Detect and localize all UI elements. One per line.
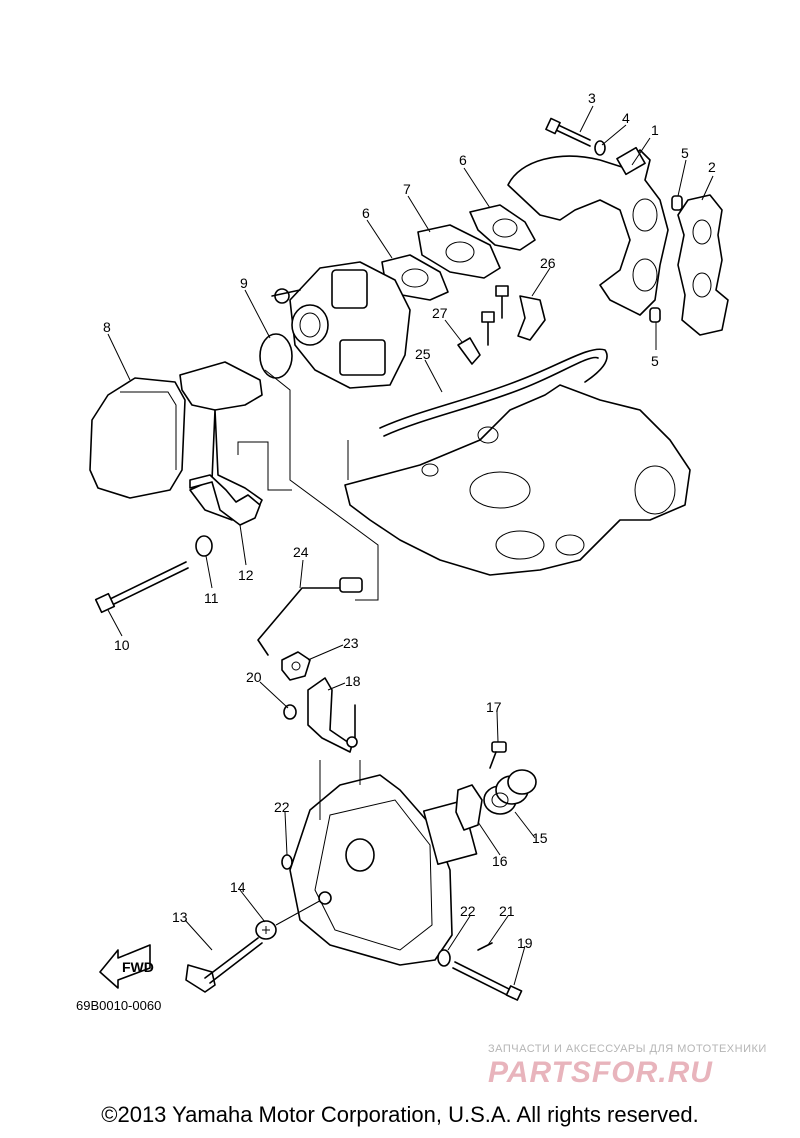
callout-7: 7 [403,181,411,197]
callout-22: 22 [460,903,476,919]
part-19-shaft [452,961,523,1001]
callout-numbers: 1 2 3 4 5 5 6 6 7 8 9 10 11 12 13 14 15 … [103,90,716,951]
callout-22: 22 [274,799,290,815]
callout-14: 14 [230,879,246,895]
callout-1: 1 [651,122,659,138]
callout-24: 24 [293,544,309,560]
callout-26: 26 [540,255,556,271]
callout-5: 5 [651,353,659,369]
engine-block [344,384,691,576]
part-17-screw [489,741,507,769]
callout-9: 9 [240,275,248,291]
part-22-washer [281,854,293,870]
callout-16: 16 [492,853,508,869]
part-3-bolt [545,117,591,147]
carburetor [271,261,411,389]
callout-19: 19 [517,935,533,951]
callout-6: 6 [362,205,370,221]
part-16-gasket [455,784,483,831]
guide-lines [237,369,379,601]
part-21-pin [477,942,493,951]
watermark-logo: PARTSFOR.RU [488,1056,713,1089]
callout-25: 25 [415,346,431,362]
callout-3: 3 [588,90,596,106]
part-1-intake-manifold [507,146,669,316]
callout-2: 2 [708,159,716,175]
callout-6: 6 [459,152,467,168]
part-5-dowel-pin [649,307,661,323]
part-11-grommet [195,535,213,557]
watermark-tagline: ЗАПЧАСТИ И АКСЕССУАРЫ ДЛЯ МОТОТЕХНИКИ [488,1043,767,1055]
part-20-washer [283,704,297,720]
callout-21: 21 [499,903,515,919]
callout-4: 4 [622,110,630,126]
part-25-hose [379,348,608,437]
leader-lines [107,105,714,986]
fwd-label: FWD [122,959,154,975]
callout-15: 15 [532,830,548,846]
part-6-gasket [469,204,536,251]
part-13-choke-knob [185,937,263,993]
callout-12: 12 [238,567,254,583]
part-10-bolt [94,561,189,614]
part-15-bellows [483,769,537,815]
part-7-insulator [417,224,501,279]
part-12-bracket [189,474,261,526]
fwd-arrow-icon: FWD [99,944,154,989]
part-22-washer [437,949,451,967]
part-2-gasket [677,194,729,336]
part-27-bolt-clamp [457,311,495,365]
part-23-clip [281,651,311,681]
part-24-rod [257,577,363,656]
part-18-lever [307,677,358,753]
part-code: 69B0010-0060 [76,998,161,1013]
callout-18: 18 [345,673,361,689]
part-14-clip [255,920,277,940]
callout-20: 20 [246,669,262,685]
callout-23: 23 [343,635,359,651]
choke-shaft-end [318,891,332,905]
callout-11: 11 [204,590,219,606]
part-26-bolt-clip [495,285,546,341]
callout-5: 5 [681,145,689,161]
part-9-o-ring [259,333,293,379]
callout-10: 10 [114,637,130,653]
callout-17: 17 [486,699,502,715]
silencer-lower-case [289,760,478,966]
copyright-text: ©2013 Yamaha Motor Corporation, U.S.A. A… [101,1102,699,1127]
callout-13: 13 [172,909,188,925]
part-5-dowel-pin [671,195,683,211]
part-8-silencer [89,361,263,521]
callout-8: 8 [103,319,111,335]
callout-27: 27 [432,305,448,321]
